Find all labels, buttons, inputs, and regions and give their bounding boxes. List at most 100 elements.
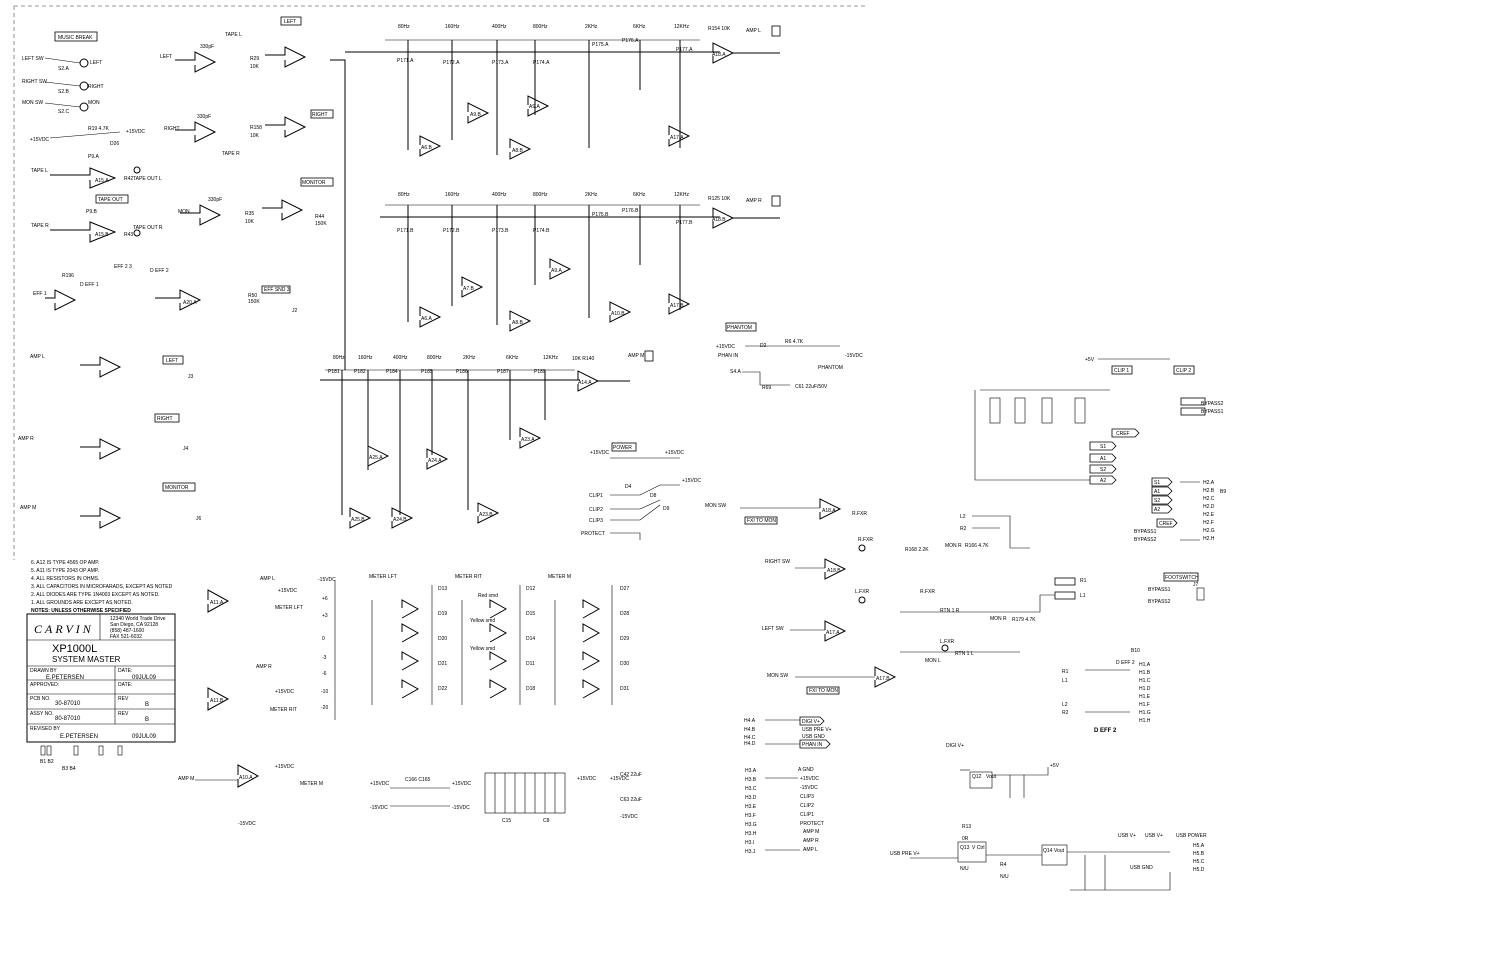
svg-text:BYPASS2: BYPASS2 — [1134, 537, 1157, 543]
svg-text:P186: P186 — [456, 369, 468, 375]
svg-text:Vout: Vout — [1054, 848, 1065, 854]
svg-text:P171.A: P171.A — [397, 58, 414, 64]
svg-text:J7: J7 — [1193, 582, 1199, 588]
eq-row-monitor: 80Hz 160Hz 400Hz 800Hz 2KHz 6KHz 12KHz P… — [320, 350, 654, 529]
svg-text:R29: R29 — [250, 56, 259, 62]
svg-text:MON SW: MON SW — [22, 100, 43, 106]
svg-text:S2.A: S2.A — [58, 66, 70, 72]
svg-text:400Hz: 400Hz — [492, 24, 507, 30]
svg-text:CLIP2: CLIP2 — [800, 803, 814, 809]
svg-text:CLIP1: CLIP1 — [800, 812, 814, 818]
svg-text:160Hz: 160Hz — [358, 355, 373, 361]
svg-text:J6: J6 — [196, 516, 202, 522]
svg-text:L2: L2 — [1062, 702, 1068, 708]
svg-text:BYPASS1: BYPASS1 — [1201, 409, 1224, 415]
svg-text:REVISED BY: REVISED BY — [30, 726, 61, 732]
svg-text:A17.B: A17.B — [876, 676, 890, 682]
svg-text:H3.G: H3.G — [745, 822, 757, 828]
svg-text:10K: 10K — [250, 64, 260, 70]
svg-text:H2.A: H2.A — [1203, 480, 1215, 486]
svg-text:USB PRE V+: USB PRE V+ — [802, 727, 832, 733]
svg-text:L1: L1 — [1080, 593, 1086, 599]
svg-text:A9.A: A9.A — [551, 268, 563, 274]
svg-text:MON: MON — [178, 209, 190, 215]
svg-text:H5.C: H5.C — [1193, 859, 1205, 865]
svg-text:R.FXR: R.FXR — [858, 537, 873, 543]
model-name: XP1000L — [52, 643, 97, 655]
svg-text:R158: R158 — [250, 125, 262, 131]
svg-text:H1.H: H1.H — [1139, 718, 1151, 724]
svg-text:R50: R50 — [248, 293, 257, 299]
music-break-label: MUSIC BREAK — [58, 35, 93, 41]
svg-text:-15VDC: -15VDC — [800, 785, 818, 791]
svg-text:-15VDC: -15VDC — [452, 805, 470, 811]
svg-text:E.PETERSEN: E.PETERSEN — [60, 734, 98, 740]
svg-text:R2: R2 — [1062, 710, 1069, 716]
svg-text:D22: D22 — [438, 686, 447, 692]
svg-text:P177.B: P177.B — [676, 220, 693, 226]
svg-text:D18: D18 — [526, 686, 535, 692]
svg-text:800Hz: 800Hz — [533, 192, 548, 198]
svg-text:2KHz: 2KHz — [585, 192, 598, 198]
svg-text:10K R140: 10K R140 — [572, 356, 594, 362]
svg-text:0: 0 — [322, 636, 325, 642]
svg-text:H3.I: H3.I — [745, 840, 754, 846]
svg-text:L2: L2 — [960, 514, 966, 520]
svg-text:DATE:: DATE: — [118, 668, 132, 674]
svg-text:MONITOR: MONITOR — [302, 180, 326, 186]
svg-text:USB GND: USB GND — [802, 734, 825, 740]
eq-freq-labels-row1: 80Hz 160Hz 400Hz 800Hz 2KHz 6KHz 12KHz — [398, 24, 690, 30]
svg-text:H1.C: H1.C — [1139, 678, 1151, 684]
svg-text:J3: J3 — [188, 374, 194, 380]
svg-text:+15VDC: +15VDC — [370, 781, 389, 787]
svg-text:H3.H: H3.H — [745, 831, 757, 837]
svg-text:A25.B: A25.B — [351, 517, 365, 523]
svg-text:LEFT: LEFT — [90, 60, 102, 66]
svg-text:P9.A: P9.A — [88, 154, 100, 160]
svg-text:S2: S2 — [1100, 467, 1106, 473]
svg-text:S2.C: S2.C — [58, 109, 70, 115]
svg-text:R43: R43 — [124, 232, 133, 238]
svg-text:+15VDC: +15VDC — [682, 478, 701, 484]
svg-text:P189: P189 — [534, 369, 546, 375]
svg-text:MON L: MON L — [925, 658, 941, 664]
tape-r-label: TAPE R — [31, 223, 49, 229]
svg-text:D14: D14 — [526, 636, 535, 642]
svg-text:A6.A: A6.A — [421, 316, 433, 322]
svg-text:BYPASS2: BYPASS2 — [1201, 401, 1224, 407]
svg-text:H3.B: H3.B — [745, 777, 757, 783]
svg-text:POWER: POWER — [613, 445, 632, 451]
svg-text:D8: D8 — [650, 493, 657, 499]
clip-led-section: +5V CLIP 1 CLIP 2 BYPASS2 BYPASS1 S1 A1 … — [974, 357, 1224, 485]
svg-text:P175.A: P175.A — [592, 42, 609, 48]
svg-text:H4.C: H4.C — [744, 735, 756, 741]
svg-text:H1.D: H1.D — [1139, 686, 1151, 692]
svg-text:A24.A: A24.A — [428, 458, 442, 464]
svg-text:H2.G: H2.G — [1203, 528, 1215, 534]
svg-text:AMP M: AMP M — [20, 505, 36, 511]
footswitch-section: FOOTSWITCH BYPASS1 BYPASS2 J7 — [1148, 572, 1205, 605]
svg-text:PHAN IN: PHAN IN — [718, 353, 739, 359]
svg-text:L.FXR: L.FXR — [940, 639, 955, 645]
svg-text:+6: +6 — [322, 596, 328, 602]
svg-text:D13: D13 — [438, 586, 447, 592]
svg-text:Red smd: Red smd — [478, 593, 498, 599]
svg-text:P9.B: P9.B — [86, 209, 98, 215]
svg-text:+15VDC: +15VDC — [275, 689, 294, 695]
svg-text:H2.C: H2.C — [1203, 496, 1215, 502]
svg-text:+15VDC: +15VDC — [716, 344, 735, 350]
svg-text:METER LFT: METER LFT — [275, 605, 303, 611]
svg-text:FXI TO MON: FXI TO MON — [809, 688, 838, 694]
svg-text:A11.B: A11.B — [210, 698, 224, 704]
svg-text:CLIP2: CLIP2 — [589, 507, 603, 513]
svg-text:METER M: METER M — [300, 781, 323, 787]
svg-text:P173.A: P173.A — [492, 60, 509, 66]
svg-text:-15VDC: -15VDC — [620, 814, 638, 820]
svg-text:R6 4.7K: R6 4.7K — [785, 339, 804, 345]
svg-text:160Hz: 160Hz — [445, 192, 460, 198]
svg-text:AMP R: AMP R — [18, 436, 34, 442]
